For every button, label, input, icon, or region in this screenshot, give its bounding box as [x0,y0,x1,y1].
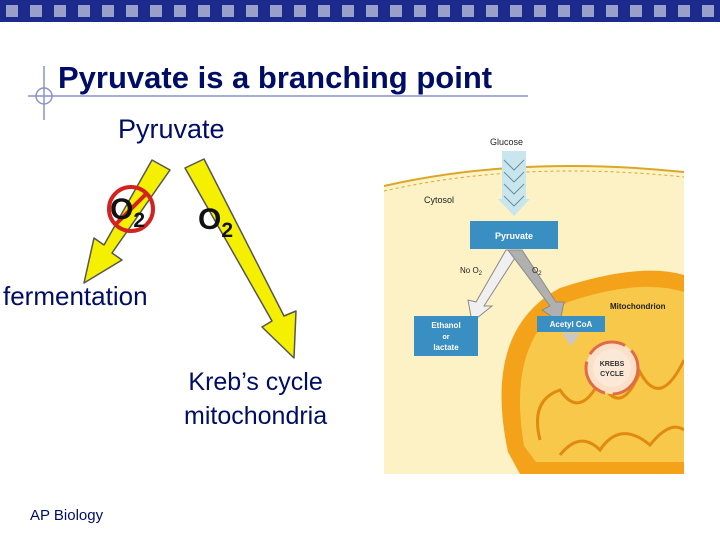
diagram-o2-label: O2 [532,266,542,277]
right-arrow [184,158,297,359]
krebs-cycle-text: Kreb’s cycle [188,368,323,396]
no-o2-label: No O2 [460,266,483,277]
oxygen-label-right: O2 [198,203,234,242]
cytosol-label: Cytosol [424,195,454,205]
svg-text:CYCLE: CYCLE [600,371,624,378]
no-oxygen-icon [107,185,155,233]
svg-text:Ethanol: Ethanol [431,321,460,330]
mitochondrion-label: Mitochondrion [610,302,666,311]
svg-text:lactate: lactate [433,343,459,352]
ethanol-box [414,316,478,356]
krebs-label: Kreb’s cycle mitochondria [184,365,327,433]
glucose-label: Glucose [490,137,523,147]
oxygen-label-left: O2 [110,193,146,232]
pyruvate-label: Pyruvate [118,114,225,144]
diagram-pyruvate-label: Pyruvate [495,231,533,241]
svg-text:or: or [443,334,450,341]
pyruvate-pathway-diagram: Glucose Cytosol Pyruvate No O2 O2 Mitoch… [383,137,684,474]
fermentation-label: fermentation [3,281,148,311]
svg-text:KREBS: KREBS [600,361,625,368]
title-crosshair [28,66,528,120]
pyruvate-box [470,221,558,249]
left-arrow [83,159,171,284]
mitochondria-text: mitochondria [184,402,328,430]
acetyl-coa-box [537,316,605,332]
footer-label: AP Biology [30,507,104,524]
top-bar [0,0,720,22]
svg-text:Acetyl CoA: Acetyl CoA [550,320,593,329]
slide-title: Pyruvate is a branching point [58,60,493,95]
